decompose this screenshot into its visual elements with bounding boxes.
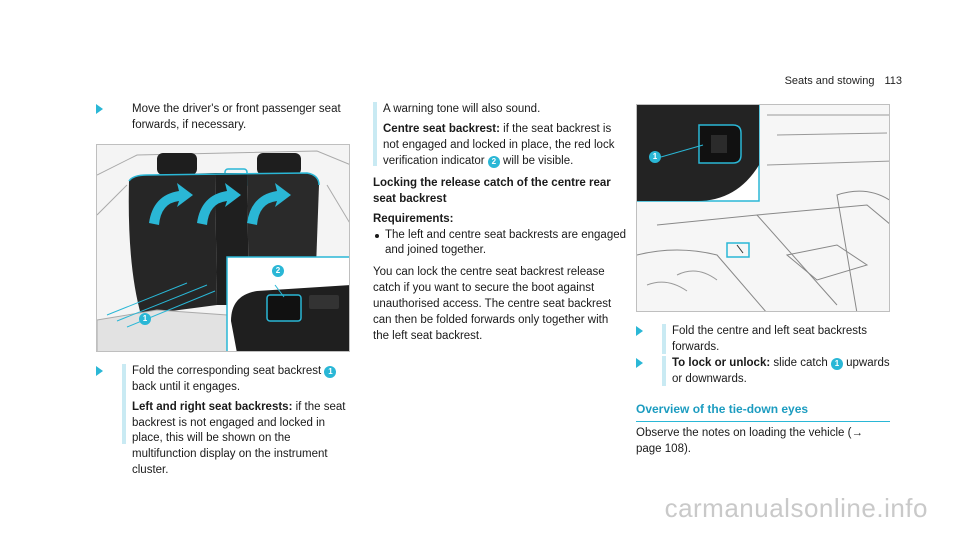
rear-seat-illustration [97, 145, 349, 351]
step-arrow-icon [636, 358, 643, 368]
callout-2: 2 [272, 265, 284, 277]
step-arrow-icon [96, 366, 103, 376]
lock-text-b: upwards or downwards. [672, 357, 890, 385]
callout-1: 1 [649, 151, 661, 163]
fold-text-a: Fold the corresponding seat backrest [132, 365, 325, 377]
step-bar [122, 364, 126, 444]
locking-heading: Locking the release catch of the centre … [373, 177, 611, 205]
watermark: carmanualsonline.info [664, 493, 928, 524]
requirement-item: The left and centre seat backrests are e… [373, 228, 627, 260]
ref-2: 2 [487, 155, 500, 168]
step-arrow-icon [636, 326, 643, 336]
observe-note: Observe the notes on loading the vehicle… [636, 427, 863, 455]
lock-label: To lock or unlock: [672, 357, 771, 369]
page-number: 113 [884, 75, 902, 87]
header-title: Seats and stowing [784, 75, 875, 87]
fold-text-b: back until it engages. [132, 380, 241, 393]
locking-section: Locking the release catch of the centre … [373, 170, 627, 349]
boot-illustration [637, 105, 889, 311]
step-fold-backrest: Fold the corresponding seat backrest 1 b… [96, 364, 358, 476]
warning-block: A warning tone will also sound. Centre s… [373, 102, 627, 168]
ref-1: 1 [830, 358, 843, 370]
fold-centre-text: Fold the centre and left seat backrests … [672, 325, 867, 353]
callout-1: 1 [139, 313, 151, 325]
step-text: Move the driver's or front passenger sea… [132, 103, 341, 131]
figure-boot-release-catch: 1 [636, 104, 890, 312]
figure-rear-seat-backrests: 2 1 [96, 144, 350, 352]
ref-1: 1 [324, 366, 337, 378]
page-header: Seats and stowing 113 [785, 74, 902, 89]
lr-text: if the seat backrest is not engaged and … [132, 400, 346, 477]
lock-text-a: slide catch [770, 357, 831, 369]
locking-paragraph: You can lock the centre seat backrest re… [373, 266, 612, 342]
centre-text-a: if the seat backrest is not engaged and … [383, 122, 615, 167]
step-move-seat: Move the driver's or front passenger sea… [96, 102, 358, 134]
step-lock-unlock: To lock or unlock: slide catch 1 upwards… [636, 356, 898, 386]
section-title-tie-down-eyes: Overview of the tie-down eyes [636, 401, 890, 422]
centre-label: Centre seat backrest: [383, 122, 500, 135]
step-fold-centre-left: Fold the centre and left seat backrests … [636, 324, 898, 354]
centre-text-b: will be visible. [499, 154, 574, 167]
lr-label: Left and right seat backrests: [132, 400, 293, 413]
requirements-label: Requirements: [373, 212, 454, 225]
step-arrow-icon [96, 104, 103, 114]
warning-text: A warning tone will also sound. [383, 103, 541, 115]
